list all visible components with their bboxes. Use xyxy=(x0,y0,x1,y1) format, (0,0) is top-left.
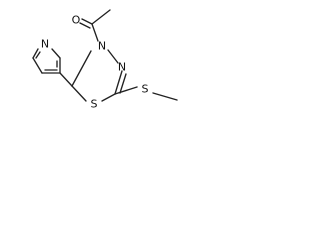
ring-bond-n3-c2-double xyxy=(119,73,127,94)
thiadiazoline-ring xyxy=(71,49,127,102)
ring-bond-n3-c2 xyxy=(114,70,123,95)
ring-bond-s1-c5 xyxy=(71,85,87,102)
ring-bond-c2-s1 xyxy=(101,93,116,102)
pyridine-bond-3 xyxy=(32,48,39,59)
ring-sulfur-label: S xyxy=(91,98,98,111)
carbonyl-double-bond-outer xyxy=(81,18,93,25)
pyridine-nitrogen-label: N xyxy=(41,38,49,51)
pyridine-ring xyxy=(32,48,73,87)
chemical-structure: O N N S S N xyxy=(32,9,178,111)
thioether-methyl-bond xyxy=(152,92,178,101)
carbonyl-double-bond-inner xyxy=(79,22,91,29)
ring-nitrogen-acyl-label: N xyxy=(98,40,106,53)
methylthio-group xyxy=(114,86,178,101)
carbonyl-nitrogen-bond xyxy=(91,23,99,42)
ring-bond-n4-n3 xyxy=(107,49,119,64)
c5-pyridine-bond xyxy=(59,72,73,87)
pyridine-bond-4 xyxy=(51,48,61,59)
ring-bond-c5-n4 xyxy=(71,50,92,87)
ring-nitrogen-imine-label: N xyxy=(118,61,126,74)
pyridine-bond-2 xyxy=(32,57,43,74)
carbonyl-oxygen-label: O xyxy=(72,14,81,27)
acetyl-group xyxy=(79,9,111,42)
methyl-carbonyl-bond xyxy=(91,9,111,25)
thioether-sulfur-label: S xyxy=(142,83,149,96)
pyridine-inner-bond-b xyxy=(35,51,41,59)
c2-thioether-bond xyxy=(114,86,138,95)
